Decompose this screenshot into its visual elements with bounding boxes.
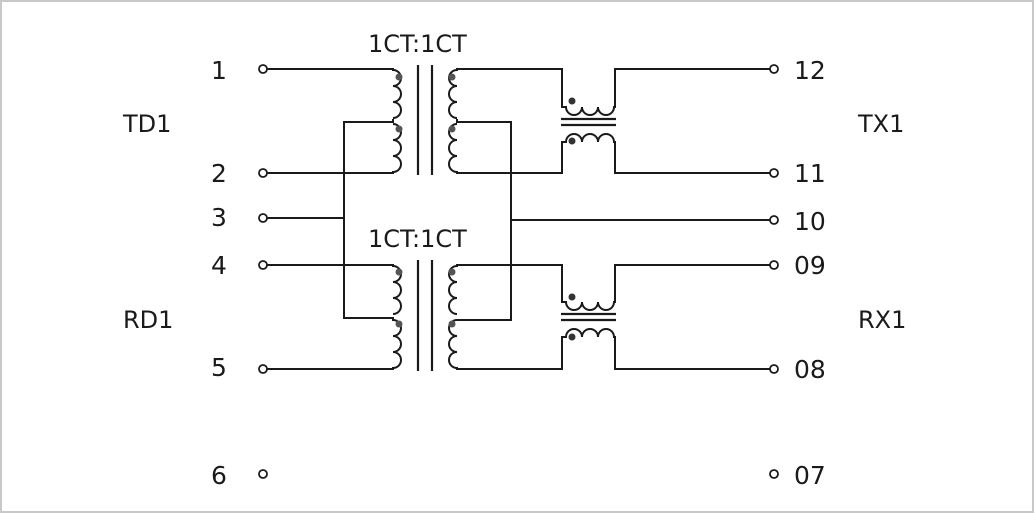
pin-10-label: 10 (794, 207, 826, 236)
bottom-secondary-polarity-dot (448, 268, 456, 276)
bottom-primary-winding (392, 265, 402, 369)
bottom-choke-dot-upper (568, 293, 576, 301)
pin-1-label: 1 (211, 56, 227, 85)
wire-pin-4 (266, 264, 394, 267)
wire-top-sec-upper (456, 68, 567, 108)
bottom-common-mode-choke (561, 293, 616, 341)
tx1-label: TX1 (857, 110, 904, 138)
wire-top-sec-lower (456, 141, 567, 174)
wire-bottom-sec-upper (456, 264, 567, 303)
pin-09-label: 09 (794, 251, 826, 280)
pin-4-label: 4 (211, 251, 227, 280)
pin-12-label: 12 (794, 56, 826, 85)
terminal-07 (769, 469, 779, 479)
wire-bottom-sec-lower (456, 336, 567, 370)
terminal-6 (258, 469, 268, 479)
terminal-5 (258, 364, 268, 374)
wire-pin-12 (613, 68, 770, 108)
terminal-1 (258, 64, 268, 74)
terminal-08 (769, 364, 779, 374)
terminal-3 (258, 213, 268, 223)
wire-pin-5 (266, 367, 394, 370)
terminal-2 (258, 168, 268, 178)
wire-bottom-secondary-ct (456, 219, 512, 321)
pin-08-label: 08 (794, 355, 826, 384)
pin-07-label: 07 (794, 461, 826, 490)
top-transformer (392, 65, 458, 175)
td1-label: TD1 (122, 110, 171, 138)
top-secondary-winding (448, 69, 458, 173)
bottom-choke-dot-lower (568, 333, 576, 341)
terminals (258, 64, 779, 479)
wire-pin-11 (613, 141, 770, 174)
bottom-secondary-winding (448, 265, 458, 369)
bottom-secondary-ct-dot (448, 320, 456, 328)
top-choke-upper-winding (565, 106, 615, 116)
bottom-primary-ct-dot (395, 320, 403, 328)
wire-pin-09 (613, 264, 770, 303)
pin-3-label: 3 (211, 203, 227, 232)
wire-bottom-primary-ct (343, 217, 394, 321)
wire-top-primary-ct (343, 119, 394, 219)
rd1-label: RD1 (123, 306, 173, 334)
top-choke-dot-lower (568, 137, 576, 145)
pin-11-label: 11 (794, 159, 826, 188)
top-secondary-ct-dot (448, 125, 456, 133)
bottom-transformer (392, 260, 458, 371)
wire-pin-2 (266, 171, 394, 174)
terminal-4 (258, 260, 268, 270)
bottom-choke-upper-winding (565, 301, 615, 311)
top-common-mode-choke (561, 97, 616, 145)
top-choke-lower-winding (565, 133, 615, 143)
terminal-11 (769, 168, 779, 178)
pin-5-label: 5 (211, 353, 227, 382)
pin-2-label: 2 (211, 159, 227, 188)
top-primary-ct-dot (395, 125, 403, 133)
top-secondary-polarity-dot (448, 73, 456, 81)
wiring (266, 68, 770, 370)
wire-top-secondary-ct (456, 119, 512, 221)
top-primary-winding (392, 69, 402, 173)
bottom-ratio-label: 1CT:1CT (368, 225, 467, 253)
wire-pin-1 (266, 68, 394, 71)
terminal-09 (769, 260, 779, 270)
top-ratio-label: 1CT:1CT (368, 30, 467, 58)
rx1-label: RX1 (858, 306, 906, 334)
wire-pin-08 (613, 336, 770, 370)
pin-6-label: 6 (211, 461, 227, 490)
bottom-choke-lower-winding (565, 328, 615, 338)
top-primary-polarity-dot (395, 73, 403, 81)
bottom-primary-polarity-dot (395, 268, 403, 276)
top-choke-dot-upper (568, 97, 576, 105)
terminal-10 (769, 215, 779, 225)
terminal-12 (769, 64, 779, 74)
